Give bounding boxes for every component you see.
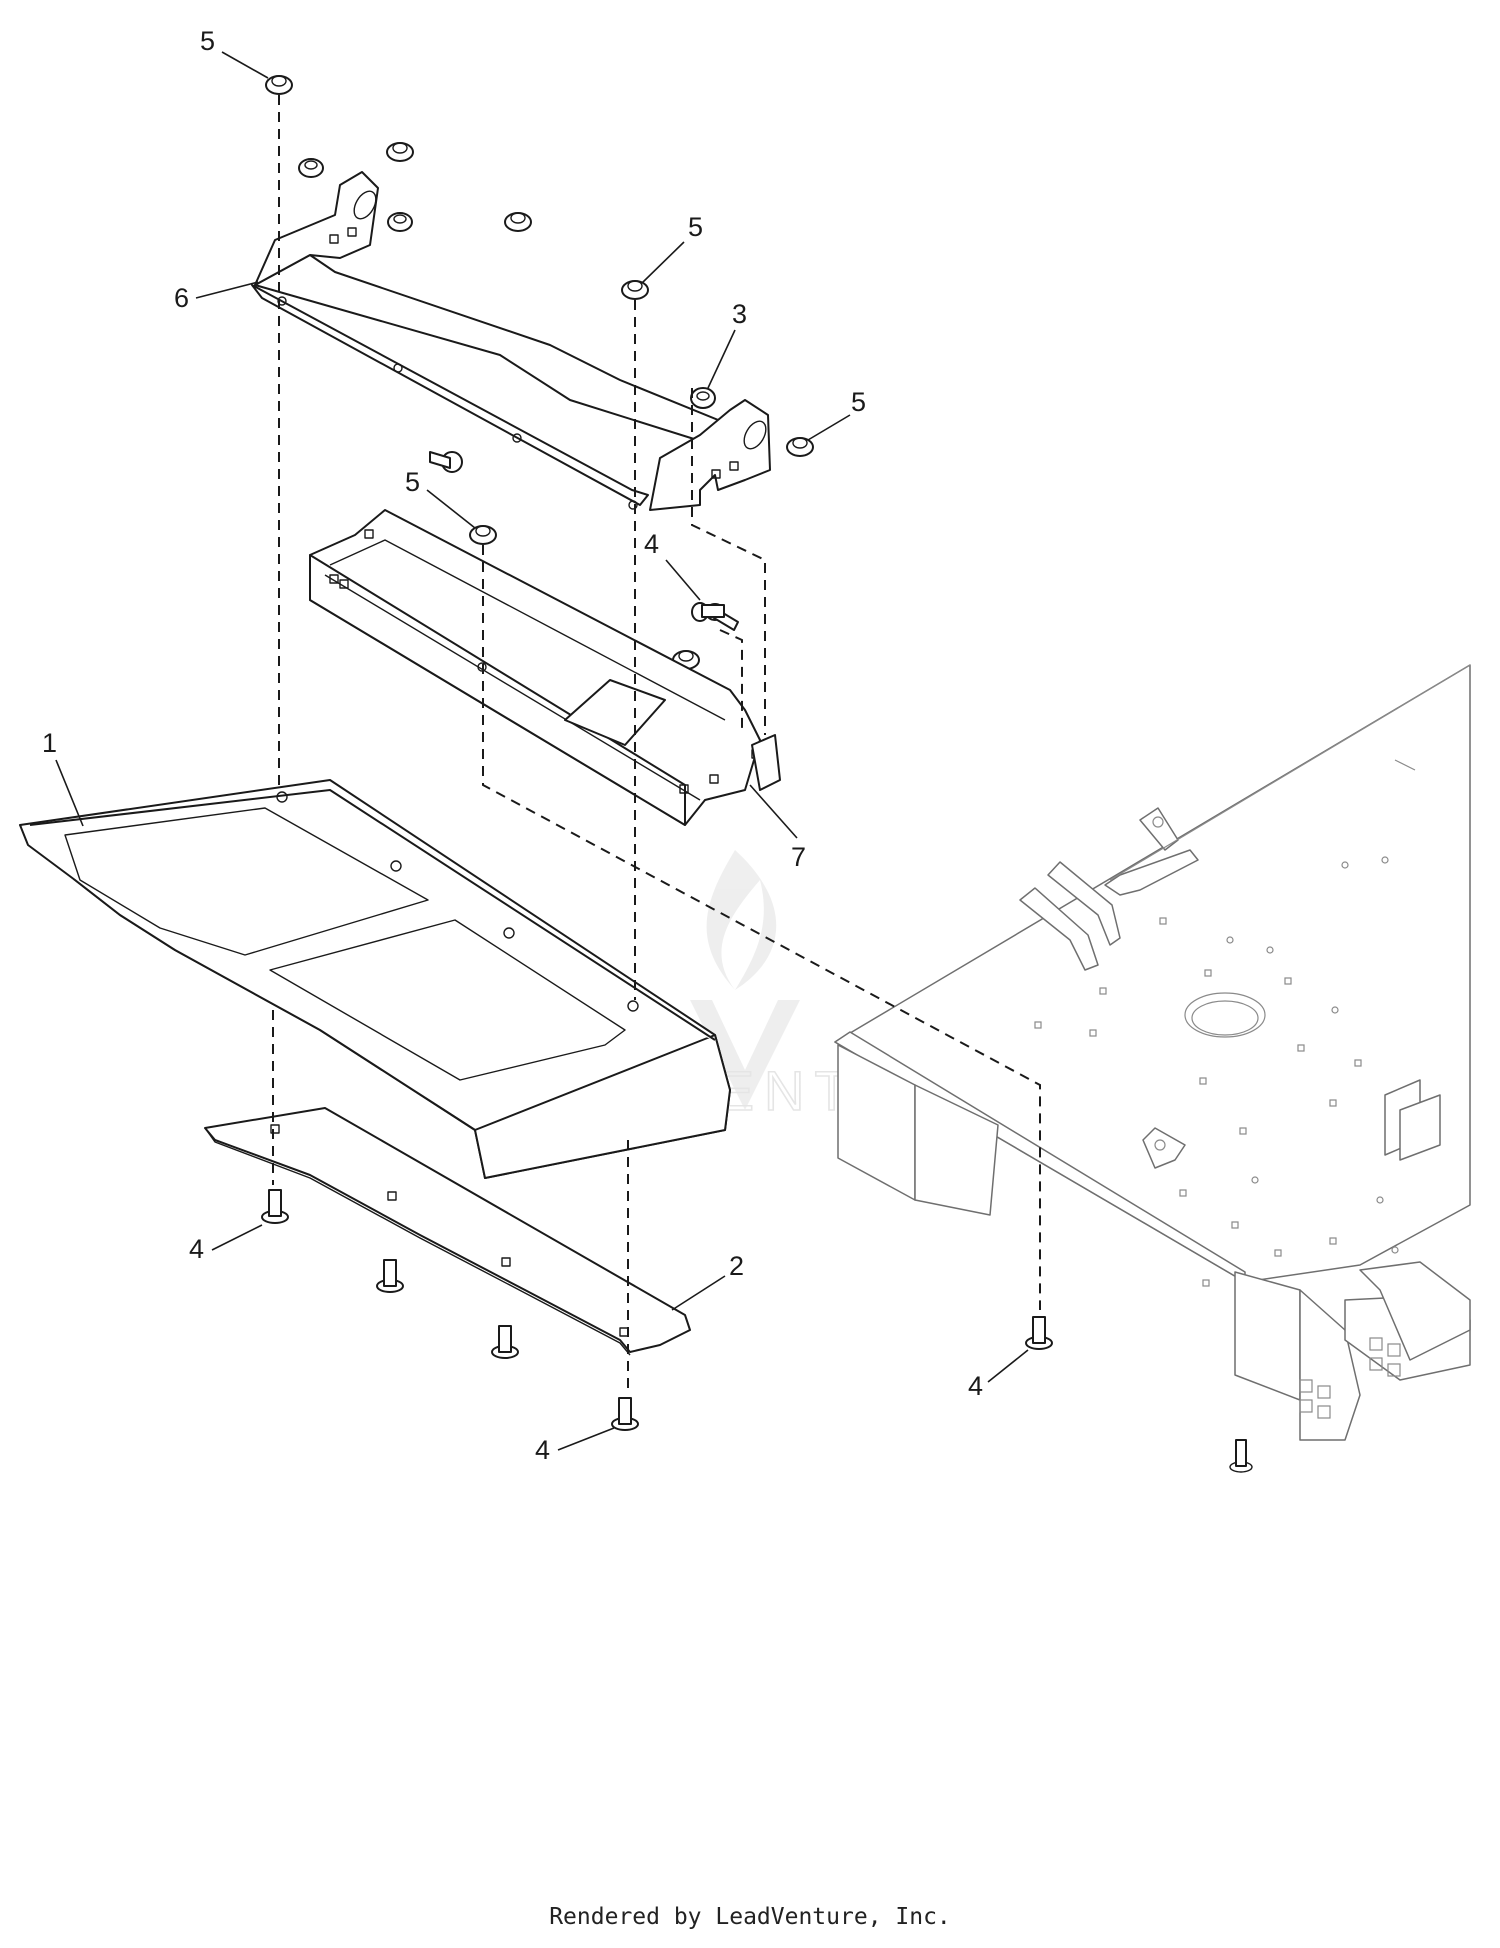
loose-hardware — [298, 142, 700, 670]
spacer-icon — [690, 387, 716, 409]
flange-nut-icon — [786, 437, 814, 457]
lower-plate — [204, 1107, 691, 1356]
bolt-icon — [261, 1189, 289, 1224]
callout-7: 7 — [749, 784, 806, 872]
flange-nut-icon — [265, 75, 293, 95]
deck-shield — [19, 779, 731, 1179]
spacer-icon — [298, 158, 324, 178]
svg-text:3: 3 — [732, 299, 747, 329]
callout-5-tray: 5 — [405, 467, 476, 529]
assembly-lines — [272, 95, 1041, 1395]
svg-text:5: 5 — [851, 387, 866, 417]
svg-text:4: 4 — [968, 1371, 983, 1401]
svg-text:4: 4 — [189, 1234, 204, 1264]
mower-frame — [834, 664, 1471, 1473]
svg-text:1: 1 — [42, 728, 57, 758]
callout-5-mid: 5 — [641, 212, 703, 284]
callout-5-top: 5 — [200, 26, 269, 79]
flange-nut-icon — [504, 212, 532, 232]
flange-nut-icon — [621, 280, 649, 300]
callout-6: 6 — [174, 281, 259, 313]
svg-text:4: 4 — [535, 1435, 550, 1465]
footer-credit: Rendered by LeadVenture, Inc. — [549, 1904, 951, 1930]
bolt-icon — [1025, 1316, 1053, 1350]
svg-text:6: 6 — [174, 283, 189, 313]
spacer-icon — [387, 212, 413, 232]
fasteners — [261, 75, 1053, 1431]
bolt-icon — [376, 1259, 404, 1293]
callout-4-left: 4 — [189, 1224, 263, 1264]
callout-4-frame: 4 — [968, 1349, 1029, 1401]
svg-text:2: 2 — [729, 1251, 744, 1281]
frame-bolt-icon — [1229, 1439, 1253, 1473]
callouts: 5 6 5 3 5 5 4 1 — [42, 26, 1029, 1465]
callout-5-right: 5 — [807, 387, 866, 441]
bolt-icon — [691, 602, 725, 622]
svg-text:5: 5 — [200, 26, 215, 56]
bolt-icon — [491, 1325, 519, 1359]
svg-text:5: 5 — [688, 212, 703, 242]
callout-4-tray: 4 — [644, 529, 701, 601]
mounting-tray — [309, 509, 781, 826]
flange-nut-icon — [386, 142, 414, 162]
callout-3: 3 — [707, 299, 747, 389]
svg-text:7: 7 — [791, 842, 806, 872]
flange-nut-icon — [469, 525, 497, 545]
svg-text:4: 4 — [644, 529, 659, 559]
callout-1: 1 — [42, 728, 84, 827]
callout-2: 2 — [671, 1251, 744, 1311]
carriage-bolt-icon — [429, 451, 463, 473]
bolt-icon — [611, 1397, 639, 1431]
svg-text:5: 5 — [405, 467, 420, 497]
upper-mount-bracket — [251, 171, 771, 511]
callout-4-bottom: 4 — [535, 1427, 615, 1465]
